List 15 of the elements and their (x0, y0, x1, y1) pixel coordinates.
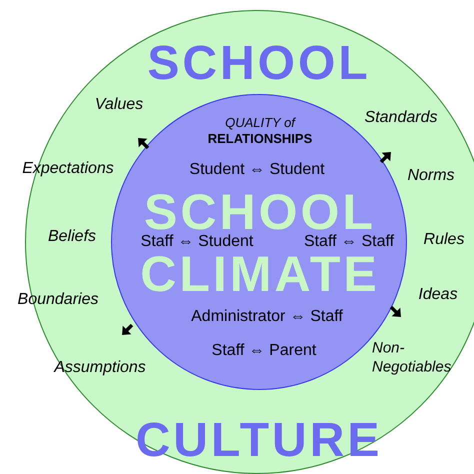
relationship-text: Administrator ⇔ Staff (191, 309, 343, 325)
heading-text: QUALITY of RELATIONSHIPS (206, 114, 314, 148)
relationship-text: Staff ⇔ Parent (212, 343, 316, 359)
outer-label: Beliefs (48, 227, 96, 247)
outer-label: Ideas (418, 285, 458, 305)
relationship-text: Student ⇔ Student (189, 162, 325, 178)
outer-label: Non-Negotiables (372, 339, 452, 377)
outer-label: Standards (364, 108, 438, 128)
outer-label: Norms (407, 166, 455, 186)
circle-title: CULTURE (136, 417, 382, 465)
center-title: CLIMATE (140, 249, 380, 299)
relationship-text: Staff ⇔ Staff (304, 234, 394, 250)
outer-label: Rules (424, 230, 464, 250)
outer-label: Values (94, 95, 144, 115)
circle-title: SCHOOL (147, 40, 371, 88)
